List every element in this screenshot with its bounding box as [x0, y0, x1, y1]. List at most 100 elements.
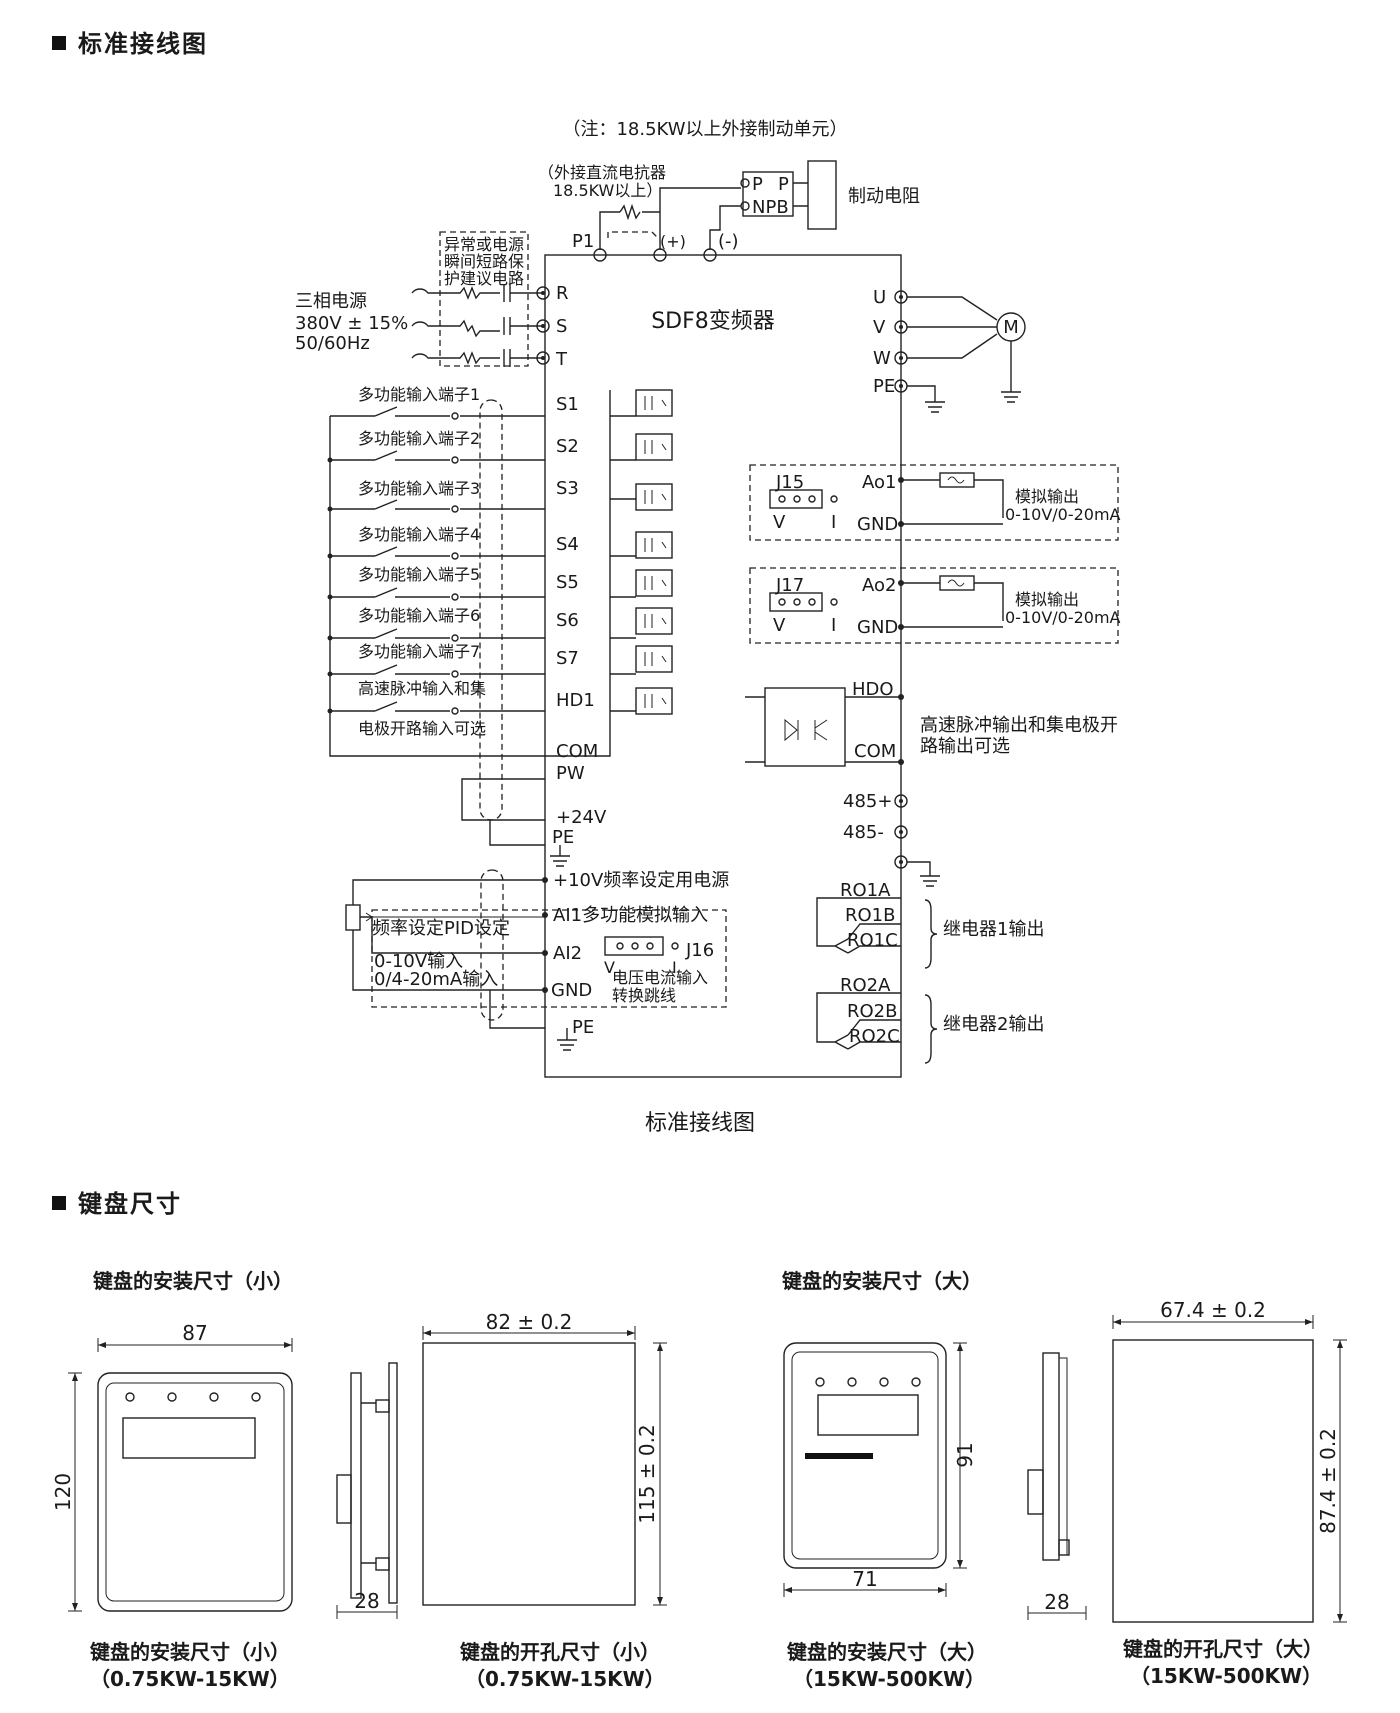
- input-label-hd1-b: 电极开路输入可选: [358, 719, 486, 738]
- analog-inputs: [345, 869, 727, 1051]
- terminal-s5: S5: [556, 572, 579, 593]
- reactor-note-1: （外接直流电抗器: [538, 163, 666, 182]
- terminal-ro1a: RO1A: [840, 880, 891, 901]
- pid-setting-label: 频率设定PID设定: [372, 918, 510, 939]
- brake-resistor-label: 制动电阻: [848, 186, 920, 207]
- terminal-u: U: [873, 287, 886, 308]
- caption-large-cutout-range: （15KW-500KW）: [1130, 1664, 1322, 1688]
- device-name: SDF8变频器: [651, 309, 775, 334]
- brake-unit-p2: P: [778, 174, 789, 195]
- terminal-gnd-ai: GND: [551, 980, 592, 1001]
- terminal-pe-ai: PE: [572, 1017, 594, 1038]
- brake-unit-p1: P: [752, 174, 763, 195]
- large-keyboard-title: 键盘的安装尺寸（大）: [782, 1269, 982, 1293]
- terminal-r: R: [556, 283, 569, 304]
- brake-unit-note: （注：18.5KW以上外接制动单元）: [562, 119, 847, 140]
- terminal-w: W: [873, 348, 891, 369]
- section-heading-keyboard: 键盘尺寸: [52, 1184, 182, 1219]
- terminal-s: S: [556, 316, 567, 337]
- dim-67-4: 67.4 ± 0.2: [1160, 1298, 1266, 1322]
- jumper-j17: J17: [775, 575, 804, 596]
- motor-output-lines: [894, 290, 1026, 413]
- brake-unit-npb: NPB: [752, 197, 789, 218]
- minus-terminal-label: (-): [718, 231, 739, 252]
- relay-1-label: 继电器1输出: [943, 919, 1044, 940]
- terminal-ro2b: RO2B: [847, 1001, 897, 1022]
- large-keyboard-side: [1027, 1352, 1087, 1620]
- input-label-2: 多功能输入端子2: [358, 429, 480, 448]
- power-input-lines: [411, 284, 550, 367]
- hdo-note-1: 高速脉冲输出和集电极开: [920, 715, 1118, 736]
- terminal-com: COM: [556, 741, 598, 762]
- terminal-s1: S1: [556, 394, 579, 415]
- terminal-com-hdo: COM: [854, 741, 896, 762]
- large-keyboard-front: [783, 1342, 967, 1597]
- relay-outputs: [816, 897, 938, 1064]
- dim-87-4: 87.4 ± 0.2: [1316, 1428, 1340, 1534]
- dim-71: 71: [852, 1567, 877, 1591]
- caption-small-cutout-range: （0.75KW-15KW）: [465, 1667, 665, 1691]
- caption-large-mount-range: （15KW-500KW）: [793, 1667, 985, 1691]
- input-label-3: 多功能输入端子3: [358, 479, 480, 498]
- caption-large-mount: 键盘的安装尺寸（大）: [787, 1640, 987, 1664]
- jumper-j16: J16: [685, 940, 714, 961]
- terminal-gnd-ao1: GND: [857, 514, 898, 535]
- motor-label: M: [1003, 317, 1019, 338]
- section-heading-wiring: 标准接线图: [52, 24, 208, 59]
- small-keyboard-front: [68, 1338, 293, 1612]
- dim-87: 87: [182, 1321, 207, 1345]
- terminal-ao2: Ao2: [862, 575, 896, 596]
- power-supply-label: 三相电源: [295, 291, 367, 312]
- relay-2-label: 继电器2输出: [943, 1014, 1044, 1035]
- protection-circuit-box: [439, 231, 529, 367]
- input-label-7: 多功能输入端子7: [358, 642, 480, 661]
- terminal-s4: S4: [556, 534, 579, 555]
- j17-v: V: [773, 615, 786, 636]
- inverter-box: [544, 254, 902, 1078]
- j15-i: I: [831, 512, 836, 533]
- small-keyboard-side: [336, 1362, 398, 1619]
- terminal-gnd-ao2: GND: [857, 617, 898, 638]
- input-label-4: 多功能输入端子4: [358, 525, 480, 544]
- terminal-ro2c: RO2C: [849, 1026, 900, 1047]
- wiring-heading-text: 标准接线图: [78, 30, 208, 58]
- terminal-ai2: AI2: [553, 943, 582, 964]
- analog-output-range-2: 0-10V/0-20mA: [1005, 608, 1121, 627]
- protection-note-2: 瞬间短路保: [444, 252, 524, 271]
- jumper-j15: J15: [775, 472, 804, 493]
- terminal-s3: S3: [556, 478, 579, 499]
- terminal-24v: +24V: [556, 807, 607, 828]
- terminal-ao1: Ao1: [862, 472, 896, 493]
- power-supply-frequency: 50/60Hz: [295, 333, 370, 354]
- square-bullet-icon: [52, 1196, 66, 1210]
- j16-v: V: [604, 958, 615, 977]
- terminal-ro1c: RO1C: [847, 930, 898, 951]
- terminal-ai1: AI1多功能模拟输入: [553, 905, 708, 926]
- terminal-ro1b: RO1B: [845, 905, 895, 926]
- analog-output-range-1: 0-10V/0-20mA: [1005, 505, 1121, 524]
- protection-note-3: 护建议电路: [444, 269, 524, 288]
- terminal-s7: S7: [556, 648, 579, 669]
- brake-resistor-box: [807, 160, 837, 230]
- brake-unit-box: [742, 171, 794, 217]
- analog-output-label-1: 模拟输出: [1015, 487, 1079, 506]
- input-0-20ma: 0/4-20mA输入: [374, 969, 498, 990]
- p1-label: P1: [572, 231, 594, 252]
- plus-terminal-label: (+): [660, 232, 686, 251]
- caption-large-cutout: 键盘的开孔尺寸（大）: [1123, 1637, 1323, 1661]
- terminal-485-minus: 485-: [843, 822, 884, 843]
- terminal-t: T: [555, 349, 568, 370]
- terminal-v: V: [873, 317, 886, 338]
- terminal-s2: S2: [556, 436, 579, 457]
- reactor-note-2: 18.5KW以上）: [553, 181, 662, 200]
- small-keyboard-title: 键盘的安装尺寸（小）: [93, 1269, 293, 1293]
- jumper-note-2: 转换跳线: [612, 986, 676, 1005]
- analog-outputs: [749, 464, 1119, 644]
- dim-115: 115 ± 0.2: [635, 1424, 659, 1523]
- input-optocouplers: [545, 389, 673, 757]
- terminal-pw: PW: [556, 763, 585, 784]
- input-0-10v: 0-10V输入: [374, 951, 463, 972]
- input-label-1: 多功能输入端子1: [358, 385, 480, 404]
- input-label-6: 多功能输入端子6: [358, 606, 480, 625]
